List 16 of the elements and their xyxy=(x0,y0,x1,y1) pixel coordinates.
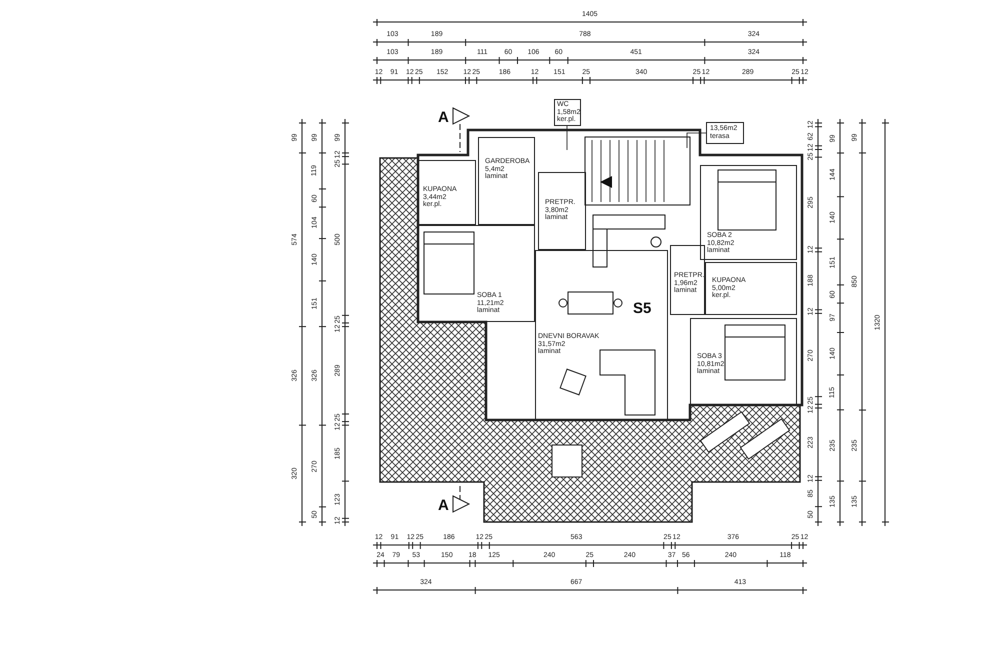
label-box xyxy=(706,122,744,144)
section-label: A xyxy=(438,109,449,126)
unit-label: S5 xyxy=(633,300,652,317)
room-outline xyxy=(418,225,535,322)
leader-line xyxy=(566,126,568,150)
room-outline xyxy=(418,160,476,225)
leader-line xyxy=(686,132,706,148)
label-box xyxy=(554,99,581,126)
room-outline xyxy=(535,250,668,420)
room-outline xyxy=(478,137,535,225)
room-outline xyxy=(700,165,797,260)
room-outline xyxy=(705,262,797,315)
room-outline xyxy=(670,245,705,315)
section-label: A xyxy=(438,497,449,514)
room-outline xyxy=(690,318,797,405)
room-outline xyxy=(538,172,586,250)
